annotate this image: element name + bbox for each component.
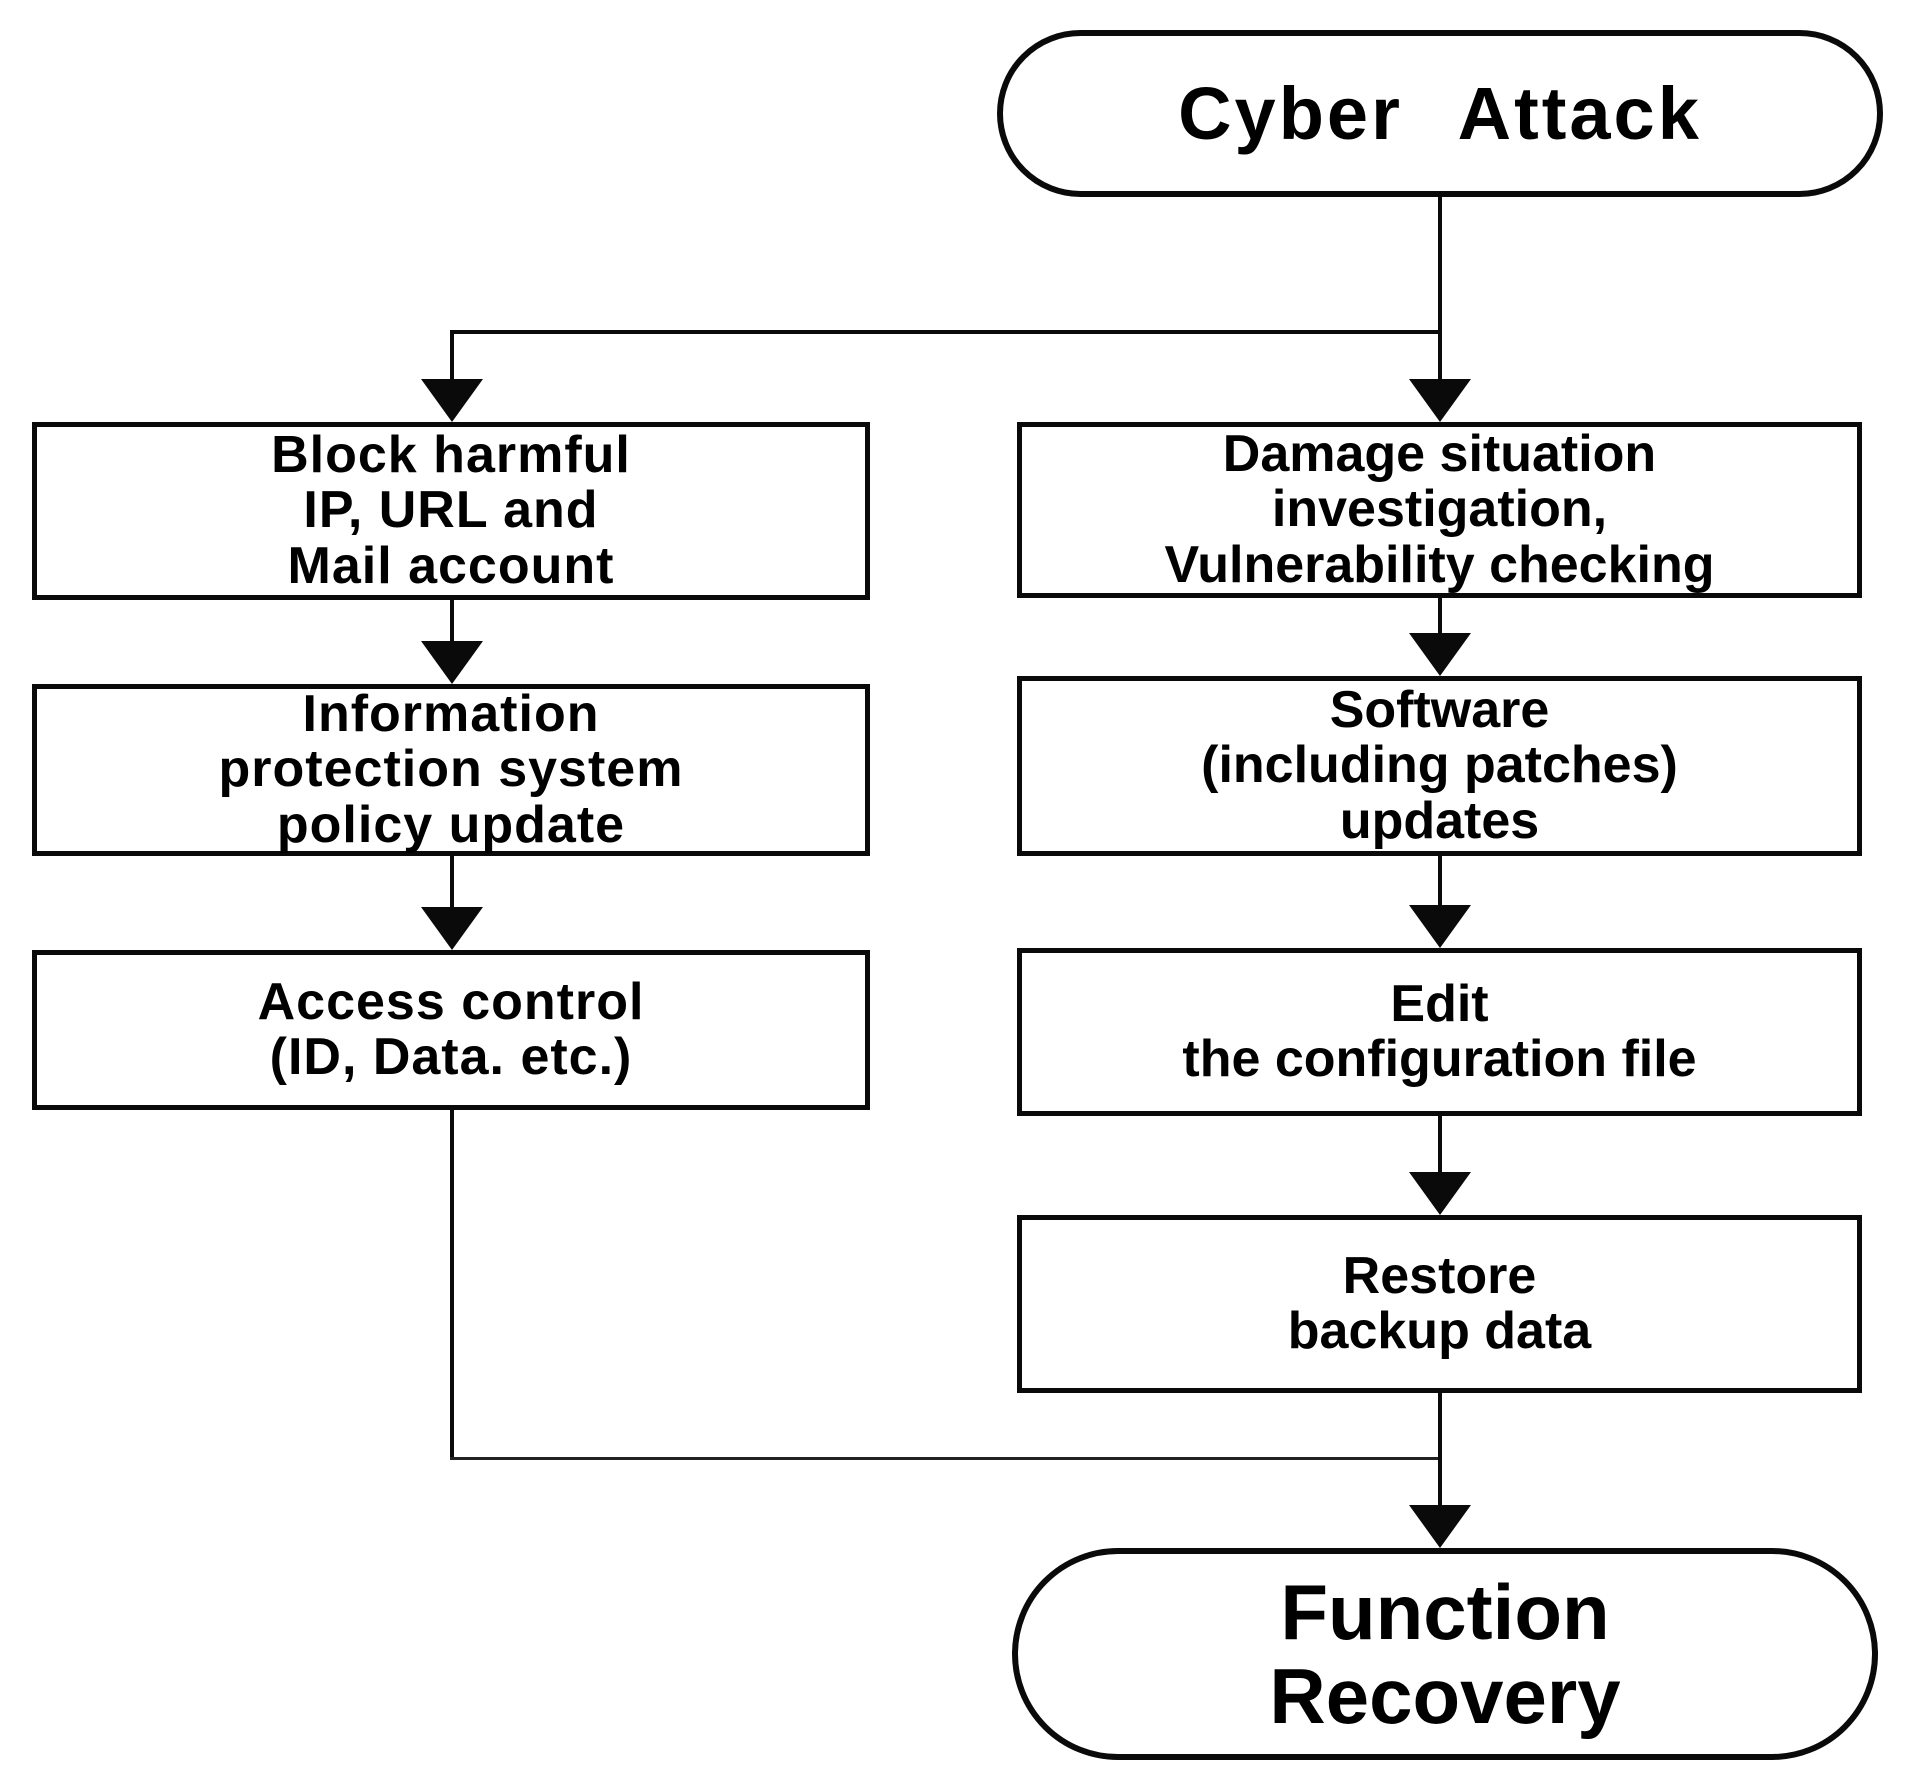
node-damage-investigation: Damage situation investigation, Vulnerab…	[1017, 422, 1862, 598]
arrowhead-into-restore-backup	[1409, 1172, 1471, 1215]
node-edit-configuration: Edit the configuration file	[1017, 948, 1862, 1116]
node-restore-backup: Restore backup data	[1017, 1215, 1862, 1393]
node-policy-update-label: Information protection system policy upd…	[218, 685, 684, 854]
node-cyber-attack: Cyber Attack	[997, 30, 1883, 197]
node-access-control: Access control (ID, Data. etc.)	[32, 950, 870, 1110]
connector-restore-to-recovery	[1438, 1393, 1442, 1508]
node-block-harmful-label: Block harmful IP, URL and Mail account	[271, 426, 631, 595]
connector-branch-horizontal	[450, 330, 1440, 334]
connector-cyberattack-to-damage	[1438, 197, 1442, 380]
connector-damage-to-software	[1438, 598, 1442, 638]
node-damage-investigation-label: Damage situation investigation, Vulnerab…	[1164, 425, 1715, 594]
arrowhead-into-damage-investigation	[1409, 379, 1471, 422]
connector-edit-to-restore	[1438, 1116, 1442, 1176]
node-software-updates: Software (including patches) updates	[1017, 676, 1862, 856]
arrowhead-into-policy-update	[421, 641, 483, 684]
node-block-harmful: Block harmful IP, URL and Mail account	[32, 422, 870, 600]
node-access-control-label: Access control (ID, Data. etc.)	[257, 972, 645, 1086]
node-restore-backup-label: Restore backup data	[1287, 1246, 1592, 1360]
connector-branch-to-block	[450, 330, 454, 382]
arrowhead-into-software-updates	[1409, 633, 1471, 676]
node-function-recovery-label: Function Recovery	[1269, 1567, 1621, 1740]
arrowhead-into-function-recovery	[1409, 1505, 1471, 1548]
node-software-updates-label: Software (including patches) updates	[1201, 681, 1678, 850]
connector-software-to-edit	[1438, 856, 1442, 908]
arrowhead-into-block-harmful	[421, 379, 483, 422]
node-policy-update: Information protection system policy upd…	[32, 684, 870, 856]
connector-merge-horizontal	[450, 1457, 1440, 1460]
arrowhead-into-access-control	[421, 907, 483, 950]
arrowhead-into-edit-configuration	[1409, 905, 1471, 948]
connector-access-down	[450, 1110, 454, 1460]
node-edit-configuration-label: Edit the configuration file	[1182, 974, 1697, 1088]
node-function-recovery: Function Recovery	[1012, 1548, 1878, 1760]
connector-block-to-policy	[450, 600, 454, 646]
connector-policy-to-access	[450, 856, 454, 910]
node-cyber-attack-label: Cyber Attack	[1178, 72, 1702, 155]
